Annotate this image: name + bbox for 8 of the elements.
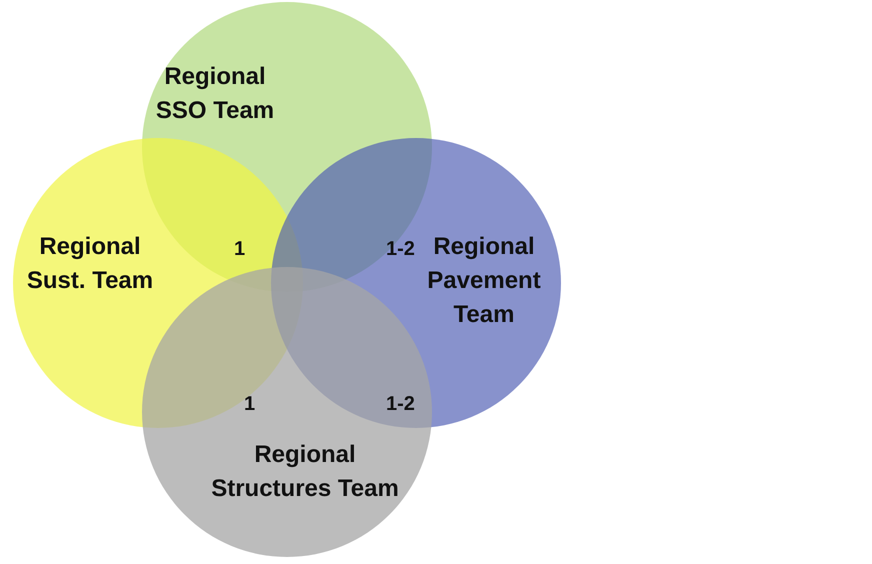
overlap-count: 1 [244,393,256,416]
circle-label: Regional Pavement Team [426,232,542,330]
overlap-count: 1-2 [386,393,415,416]
overlap-count: 1 [234,238,246,261]
overlap-count: 1-2 [386,238,415,261]
circle-label: Regional Sust. Team [26,232,154,296]
circle-label: Regional Structures Team [210,440,400,504]
circle-label: Regional SSO Team [154,62,276,126]
